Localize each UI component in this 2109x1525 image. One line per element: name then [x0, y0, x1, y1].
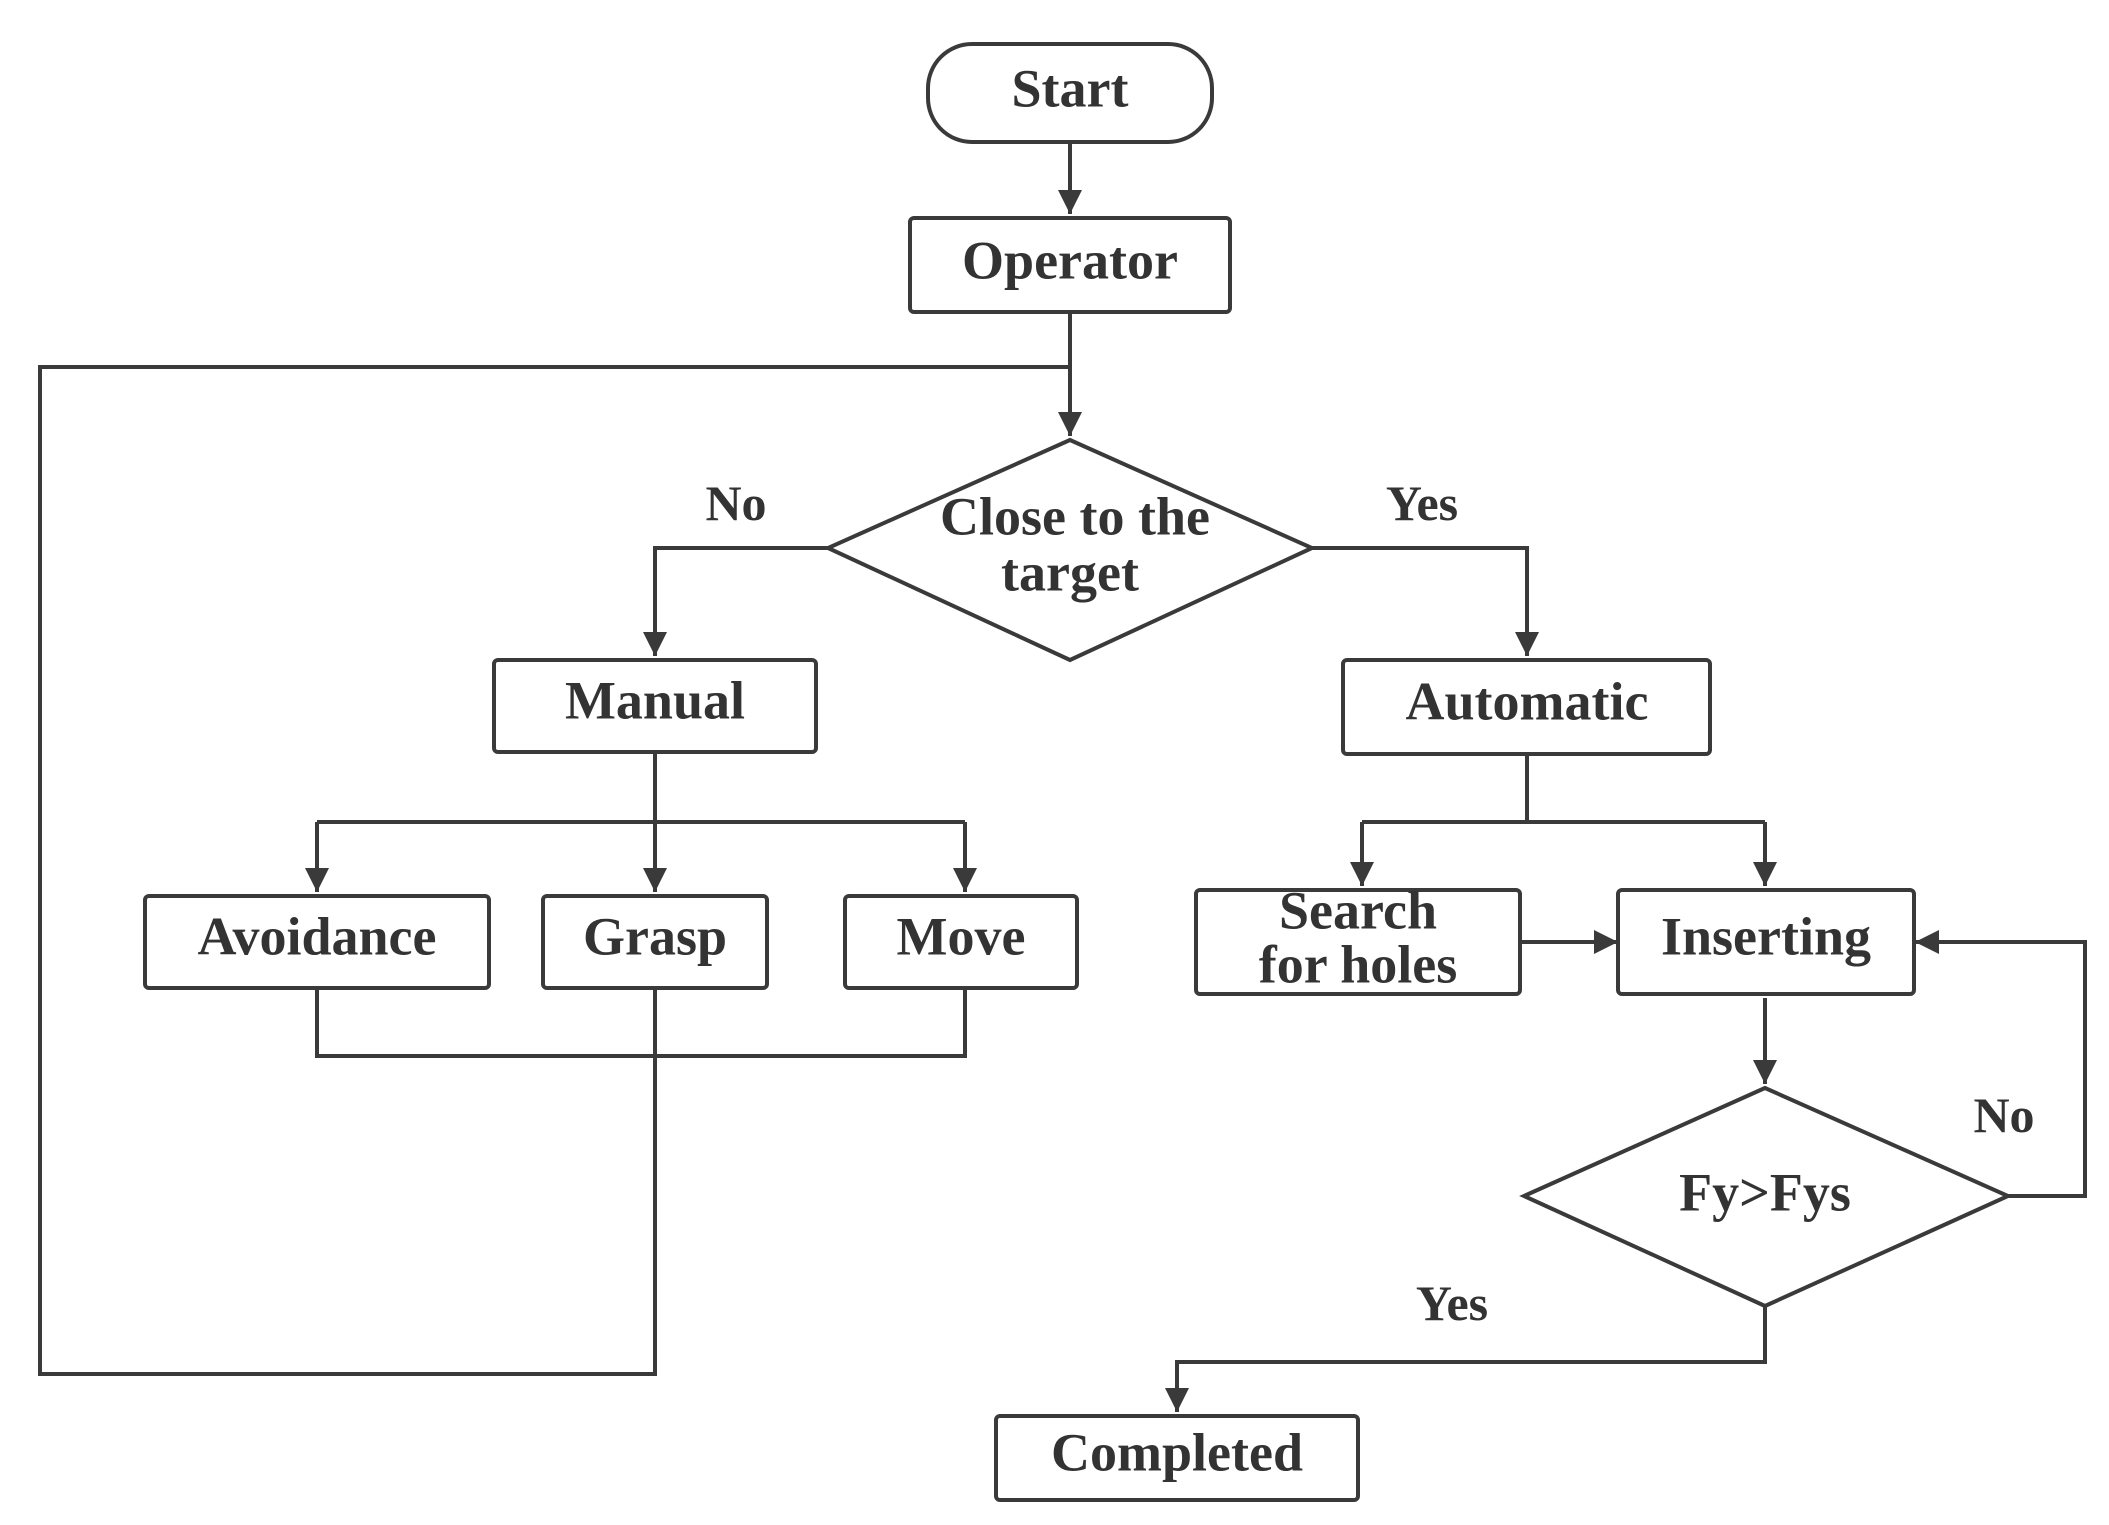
edge-label-close-yes: Yes: [1386, 475, 1458, 531]
edge-label-close-no: No: [705, 475, 766, 531]
node-start: Start: [926, 42, 1214, 144]
search-holes-box: [1194, 888, 1522, 996]
edge-label-force-no: No: [1973, 1087, 2034, 1143]
grasp-label: Grasp: [583, 906, 727, 966]
start-label: Start: [1012, 58, 1129, 118]
inserting-label: Inserting: [1661, 906, 1871, 966]
avoidance-box: [143, 894, 491, 990]
node-completed: Completed: [994, 1414, 1360, 1502]
edge-no-manual: [643, 546, 828, 656]
grasp-box: [541, 894, 769, 990]
decision-force-label: Fy>Fys: [1679, 1162, 1851, 1222]
node-inserting: Inserting: [1616, 888, 1916, 996]
completed-box: [994, 1414, 1360, 1502]
connectors: [38, 142, 2087, 1412]
node-grasp: Grasp: [541, 894, 769, 990]
operator-label: Operator: [962, 230, 1178, 290]
manual-box: [492, 658, 818, 754]
node-decision-force: Fy>Fys: [1519, 1085, 2013, 1309]
operator-box: [908, 216, 1232, 314]
completed-label: Completed: [1051, 1422, 1303, 1482]
automatic-box: [1341, 658, 1712, 756]
inserting-box: [1616, 888, 1916, 996]
node-move: Move: [843, 894, 1079, 990]
edge-force-no: [1915, 930, 2087, 1198]
automatic-label: Automatic: [1406, 671, 1649, 731]
decision-close-diamond: [823, 437, 1317, 663]
edge-loop-back: [38, 365, 1070, 1376]
edge-label-force-yes: Yes: [1416, 1275, 1488, 1331]
move-label: Move: [897, 906, 1026, 966]
node-manual: Manual: [492, 658, 818, 754]
start-terminal: [926, 42, 1214, 144]
move-box: [843, 894, 1079, 990]
search-holes-label-line2: for holes: [1259, 934, 1458, 994]
node-avoidance: Avoidance: [143, 894, 491, 990]
search-holes-label-line1: Search: [1279, 880, 1437, 940]
edge-force-yes: [1165, 1306, 1767, 1412]
node-automatic: Automatic: [1341, 658, 1712, 756]
node-search-holes: Search for holes: [1194, 880, 1522, 996]
avoidance-label: Avoidance: [198, 906, 437, 966]
node-decision-close: Close to the target: [823, 437, 1317, 663]
node-operator: Operator: [908, 216, 1232, 314]
edge-yes-automatic: [1312, 546, 1539, 656]
decision-force-diamond: [1519, 1085, 2013, 1309]
decision-close-label-line1: Close to the: [940, 486, 1210, 546]
manual-label: Manual: [565, 670, 745, 730]
edge-avoid-move-join: [315, 988, 967, 1058]
decision-close-label-line2: target: [1001, 542, 1139, 602]
